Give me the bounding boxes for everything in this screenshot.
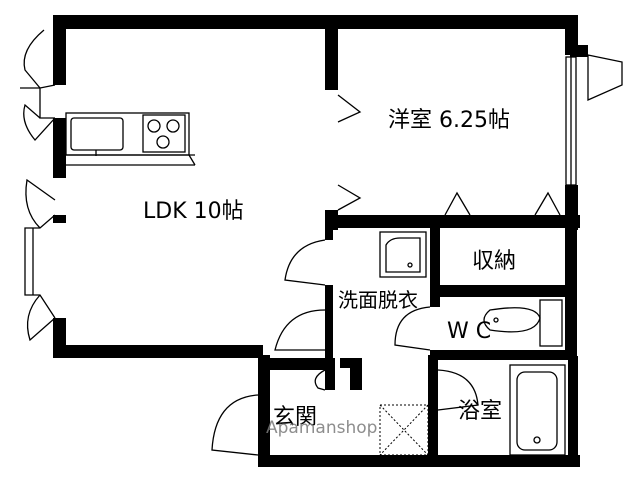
door-wc <box>394 306 431 351</box>
door-bath <box>437 369 479 411</box>
stove-icon <box>142 114 186 153</box>
washbasin <box>379 231 427 278</box>
washing-machine-pan <box>379 404 429 456</box>
window-western-right <box>565 54 623 186</box>
door-ldk-entry <box>274 309 326 351</box>
toilet-icon <box>483 299 563 347</box>
window-ldk-left-lower <box>24 178 56 342</box>
room-label-western: 洋室 6.25帖 <box>388 108 510 133</box>
room-label-storage: 収納 <box>472 249 516 274</box>
kitchen-counter <box>65 112 196 166</box>
watermark: Apamanshop <box>266 418 377 438</box>
door-washroom <box>284 239 326 286</box>
room-label-entrance: 玄関 <box>273 405 317 430</box>
door-western-storage <box>444 191 561 216</box>
door-entrance <box>211 394 259 456</box>
room-label-bath: 浴室 <box>458 399 502 424</box>
bathtub <box>509 364 566 456</box>
window-ldk-left-upper <box>20 29 56 141</box>
room-label-toilet: W C <box>447 319 491 344</box>
door-entrance-inner <box>314 369 326 391</box>
door-western <box>337 94 362 211</box>
room-label-washroom: 洗面脱衣 <box>338 288 418 312</box>
kitchen-sink <box>70 117 124 156</box>
room-label-ldk: LDK 10帖 <box>143 199 244 224</box>
walls <box>53 15 588 467</box>
